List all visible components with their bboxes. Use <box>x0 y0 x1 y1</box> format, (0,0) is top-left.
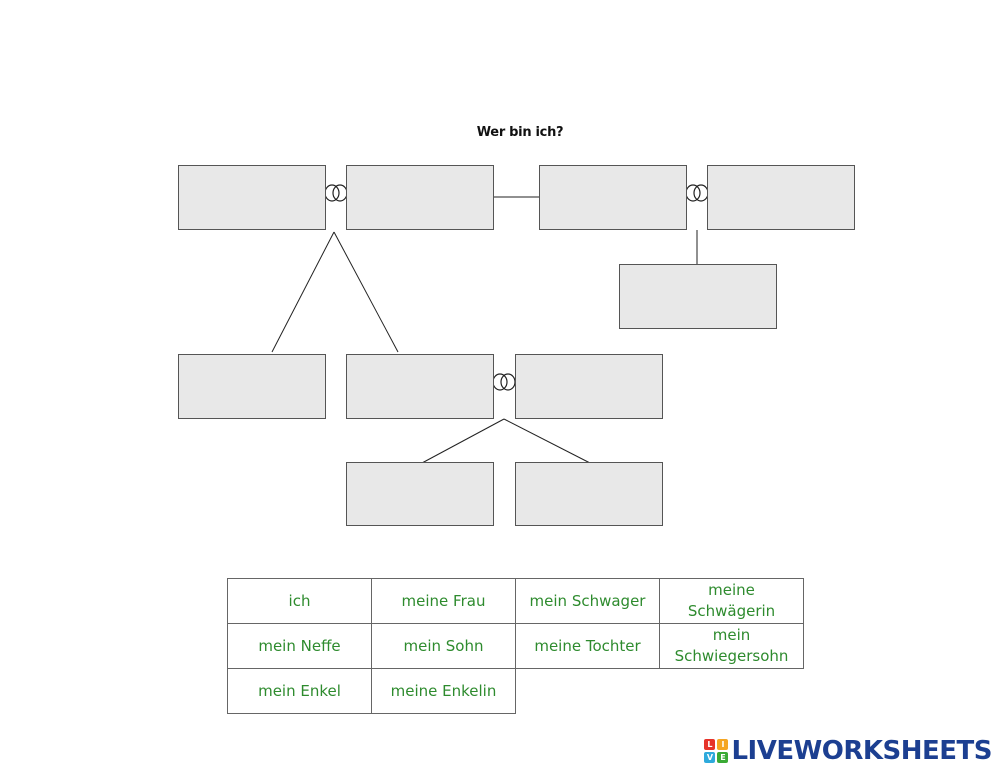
drop-box-parent-spouse[interactable] <box>515 354 663 419</box>
worksheet-title: Wer bin ich? <box>476 125 564 140</box>
liveworksheets-brand: L I V E LIVEWORKSHEETS <box>704 736 992 766</box>
word-chip[interactable]: ich <box>227 578 372 624</box>
drop-box-parent[interactable] <box>346 354 494 419</box>
word-chip[interactable]: mein Sohn <box>371 623 516 669</box>
drop-box-grandchild-2[interactable] <box>515 462 663 526</box>
word-chip[interactable]: meine Enkelin <box>371 668 516 714</box>
marriage-rings-icon <box>492 373 516 391</box>
drop-box-grandmother[interactable] <box>346 165 494 230</box>
drop-box-parent-sibling[interactable] <box>178 354 326 419</box>
logo-letter: L <box>704 739 716 750</box>
word-bank-empty-cell <box>516 669 660 714</box>
connector-grandchild-right <box>503 418 591 464</box>
brand-name: LIVEWORKSHEETS <box>731 736 992 766</box>
word-chip[interactable]: meine Tochter <box>515 623 660 669</box>
word-bank-row: mein Enkel meine Enkelin <box>227 668 804 714</box>
word-chip[interactable]: mein Enkel <box>227 668 372 714</box>
drop-box-grandfather[interactable] <box>178 165 326 230</box>
liveworksheets-logo-icon: L I V E <box>704 739 729 763</box>
marriage-rings-icon <box>324 184 348 202</box>
drop-box-in-law-mother[interactable] <box>707 165 855 230</box>
word-chip[interactable]: mein Neffe <box>227 623 372 669</box>
drop-box-spouse-child[interactable] <box>619 264 777 329</box>
logo-letter: V <box>704 752 716 763</box>
word-bank: ich meine Frau mein Schwager meine Schwä… <box>227 578 804 714</box>
drop-box-in-law-father[interactable] <box>539 165 687 230</box>
marriage-rings-icon <box>685 184 709 202</box>
connector-grandchild-left <box>421 418 505 464</box>
word-chip[interactable]: meine Schwägerin <box>659 578 804 624</box>
word-bank-row: ich meine Frau mein Schwager meine Schwä… <box>227 578 804 624</box>
word-chip[interactable]: mein Schwiegersohn <box>659 623 804 669</box>
word-bank-row: mein Neffe mein Sohn meine Tochter mein … <box>227 623 804 669</box>
word-chip[interactable]: mein Schwager <box>515 578 660 624</box>
logo-letter: I <box>717 739 729 750</box>
connector-parents-left-child <box>271 231 335 353</box>
connector-parents-right-child <box>333 231 399 353</box>
drop-box-grandchild-1[interactable] <box>346 462 494 526</box>
word-chip[interactable]: meine Frau <box>371 578 516 624</box>
logo-letter: E <box>717 752 729 763</box>
word-bank-empty-cell <box>660 669 804 714</box>
